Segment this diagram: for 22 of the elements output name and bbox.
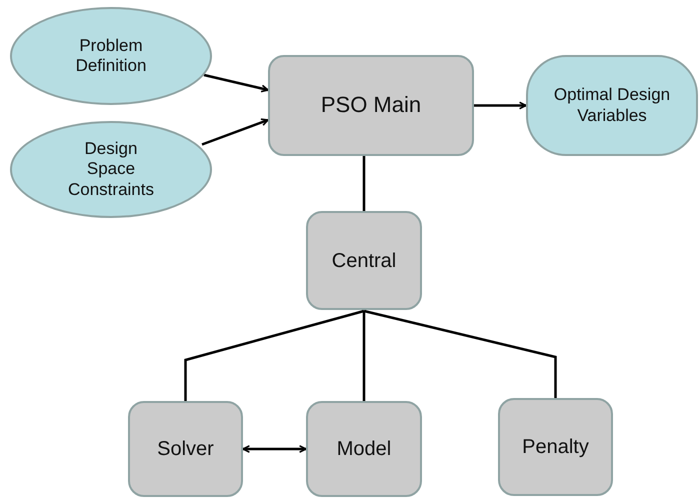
node-label: Penalty — [522, 435, 589, 459]
process-box — [268, 55, 474, 156]
node-label: Central — [332, 248, 396, 272]
process-box — [498, 398, 613, 496]
node-label: Design Space Constraints — [67, 138, 155, 200]
connector-line — [362, 156, 366, 211]
process-box — [306, 211, 422, 310]
arrow — [242, 445, 307, 453]
arrow — [474, 102, 527, 110]
node-label: Solver — [157, 437, 214, 461]
connector-line — [364, 310, 557, 398]
node-label: Optimal Design Variables — [552, 85, 672, 126]
process-box — [526, 55, 698, 156]
node-label: Problem Definition — [74, 36, 148, 76]
connector-line — [184, 310, 364, 401]
arrow — [202, 118, 269, 146]
connector-line — [362, 311, 366, 401]
arrow — [204, 74, 269, 92]
process-box — [128, 401, 243, 497]
node-label: PSO Main — [320, 92, 422, 119]
process-box — [306, 401, 422, 497]
node-label: Model — [336, 437, 392, 461]
